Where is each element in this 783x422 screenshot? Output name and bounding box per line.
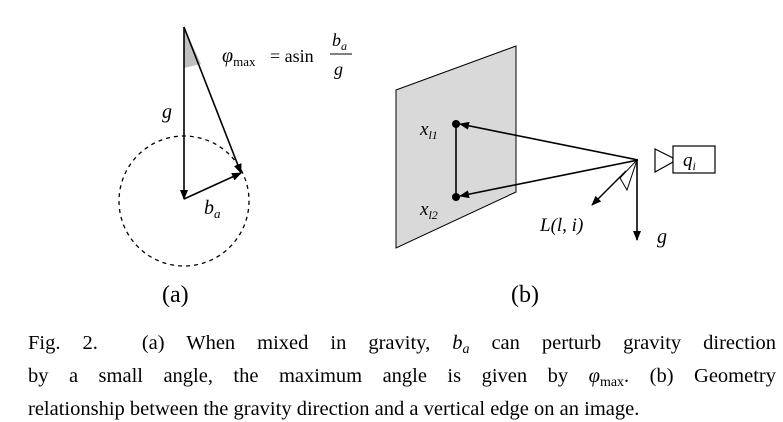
caption-text-1a: (a) When mixed in gravity, bbox=[141, 332, 431, 354]
ray-to-xl2 bbox=[459, 159, 639, 199]
formula-denominator: g bbox=[334, 59, 343, 79]
camera-body bbox=[672, 145, 716, 174]
caption-phi-sub: max bbox=[599, 375, 625, 390]
panel-a: φmax = asin ba g g ba (a) bbox=[118, 26, 352, 308]
camera-icon bbox=[654, 148, 674, 174]
formula-lhs: φmax bbox=[222, 45, 256, 69]
caption-ba-sub: a bbox=[462, 342, 470, 357]
xl1-label: xl1 bbox=[419, 119, 438, 142]
point-xl2 bbox=[452, 193, 460, 201]
point-xl1 bbox=[452, 120, 460, 128]
formula-numerator: ba bbox=[332, 30, 347, 53]
g-label-a: g bbox=[162, 101, 172, 123]
caption-text-2b: . (b) Geometry bbox=[624, 365, 776, 387]
panel-b: qi xl1 xl2 L(l, i) g (b) bbox=[395, 45, 716, 308]
caption-text-3: relationship between the gravity directi… bbox=[28, 398, 640, 420]
ba-label: ba bbox=[204, 197, 221, 221]
small-wedge bbox=[619, 159, 638, 192]
L-label: L(l, i) bbox=[539, 215, 583, 236]
panel-a-label: (a) bbox=[162, 282, 189, 308]
ba-vector bbox=[183, 172, 242, 200]
g-label-b: g bbox=[657, 226, 667, 248]
figure-caption: Fig. 2. (a) When mixed in gravity, ba ca… bbox=[28, 330, 776, 422]
panel-b-label: (b) bbox=[511, 282, 539, 308]
caption-line-2: by a small angle, the maximum angle is g… bbox=[28, 363, 776, 396]
caption-line-1: Fig. 2. (a) When mixed in gravity, ba ca… bbox=[28, 330, 776, 363]
L-vector bbox=[591, 170, 627, 206]
caption-text-2a: by a small angle, the maximum angle is g… bbox=[28, 365, 569, 387]
caption-text-1b: can perturb gravity direction bbox=[491, 332, 777, 354]
caption-ba: b bbox=[452, 332, 463, 354]
ray-to-xl1 bbox=[459, 121, 639, 161]
caption-line-3: relationship between the gravity directi… bbox=[28, 396, 776, 422]
xl2-label: xl2 bbox=[419, 199, 438, 222]
formula-eq: = asin bbox=[270, 46, 314, 66]
caption-phi: φ bbox=[588, 365, 600, 387]
perturbed-gravity-vector bbox=[183, 26, 242, 174]
caption-fig-number: Fig. 2. bbox=[28, 332, 98, 354]
camera-label: qi bbox=[683, 150, 696, 173]
